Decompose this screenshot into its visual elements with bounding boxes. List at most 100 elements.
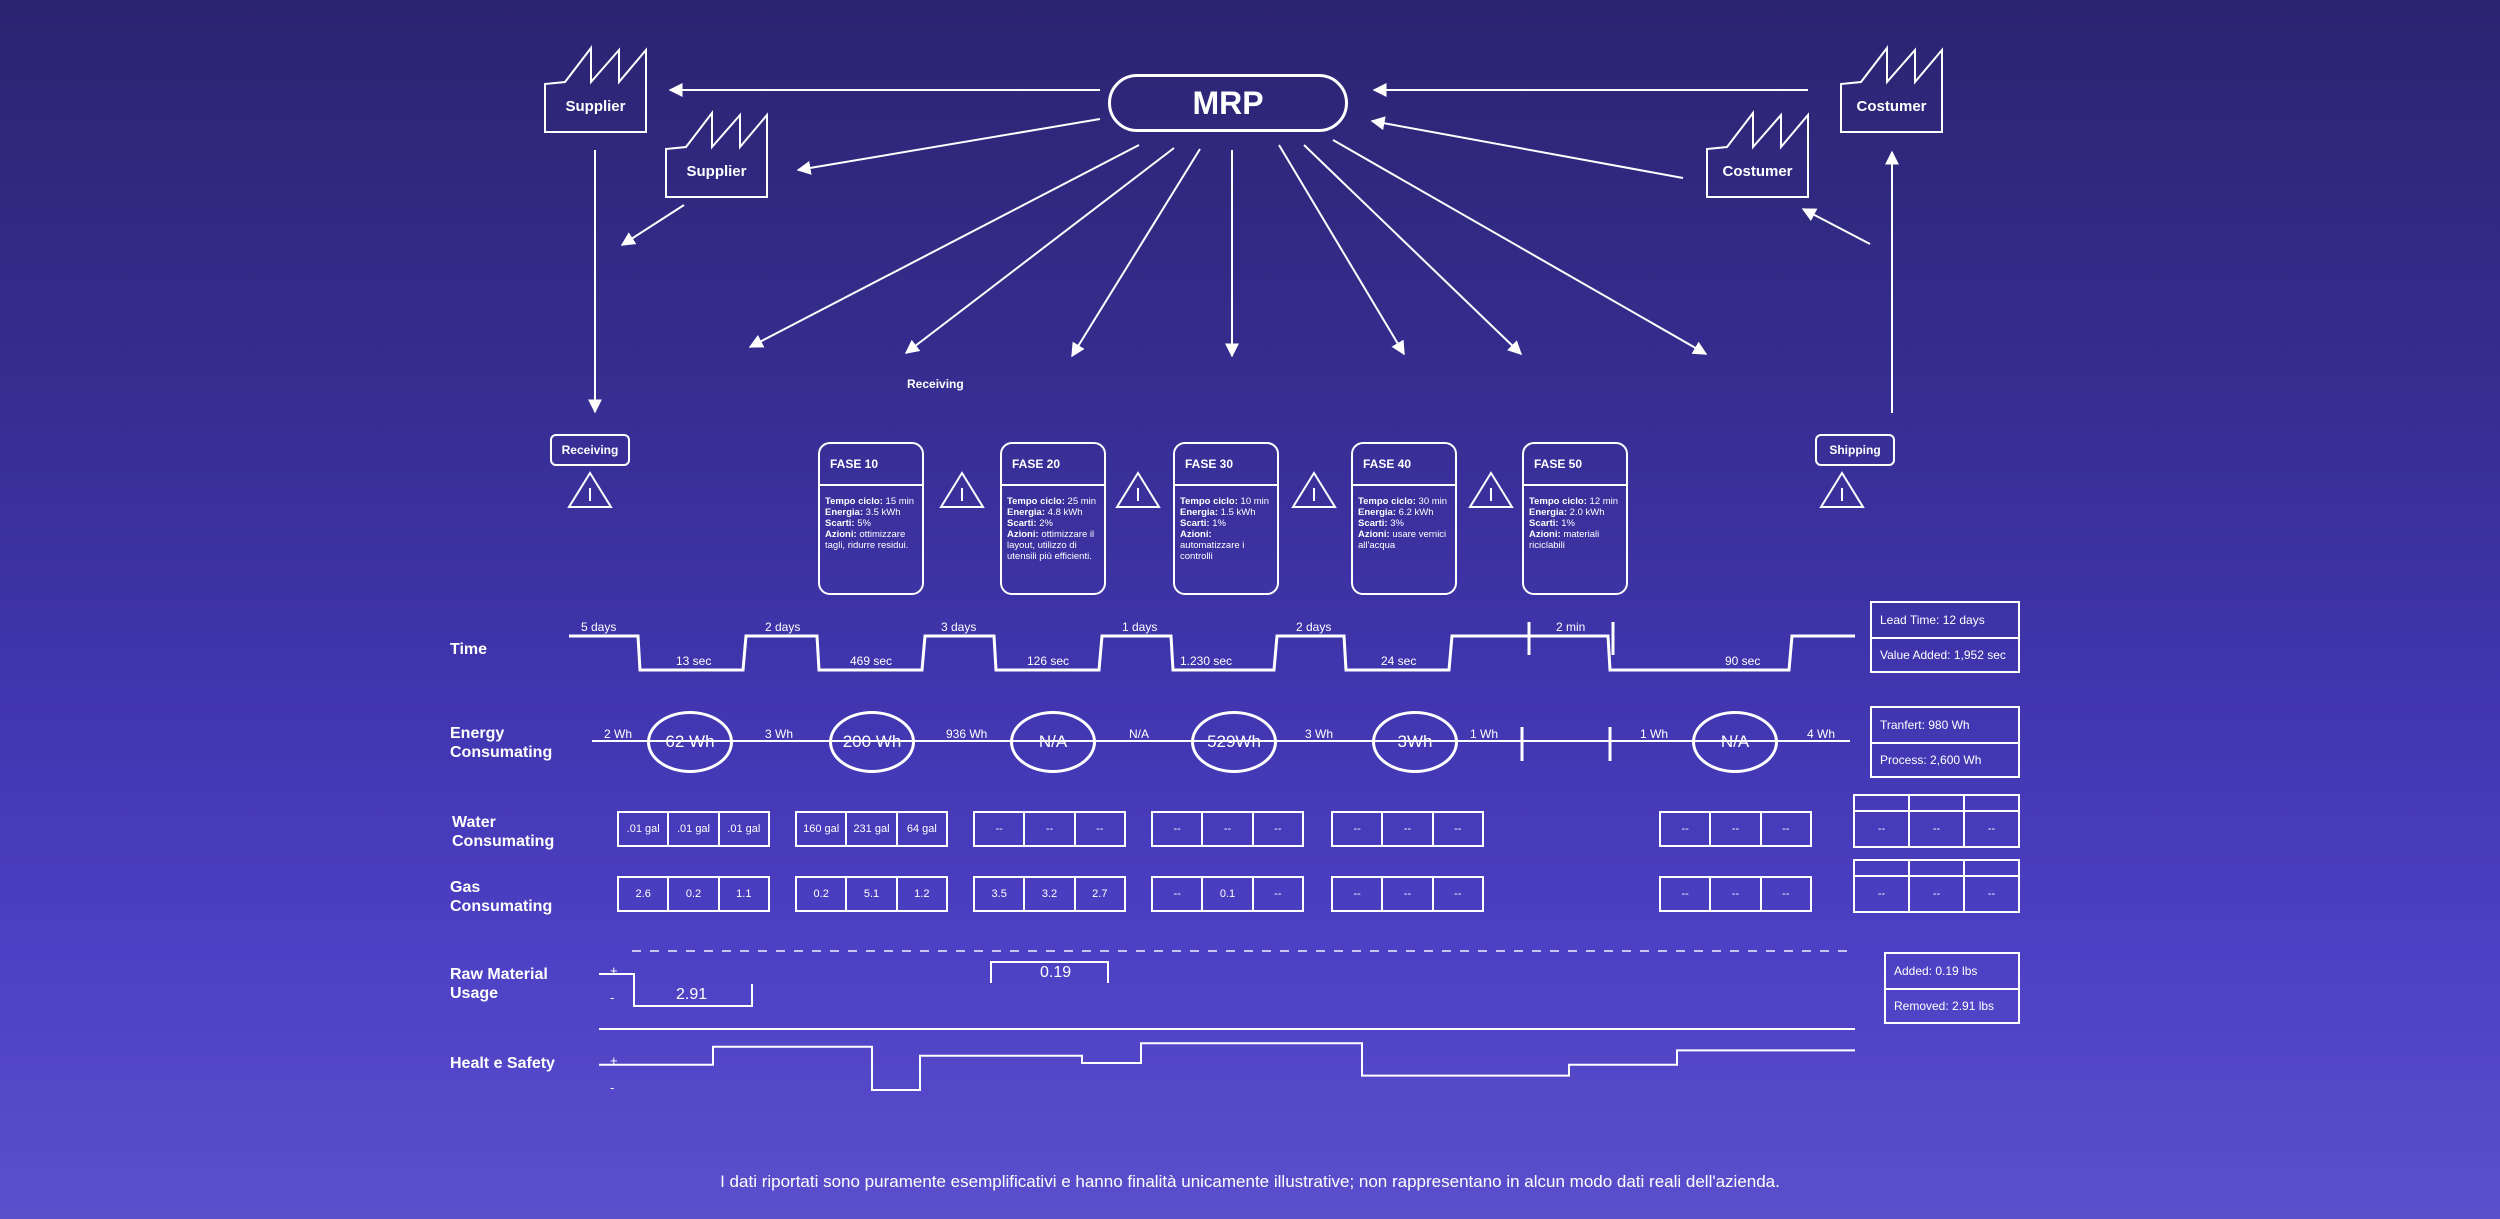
energy-transfer-label: N/A xyxy=(1129,727,1150,741)
phase-title: FASE 50 xyxy=(1524,444,1626,486)
energy-process-value: 200 Wh xyxy=(842,732,902,751)
phase-title: FASE 40 xyxy=(1353,444,1455,486)
shipping-box[interactable]: Shipping xyxy=(1815,434,1895,466)
health-minus: - xyxy=(610,1080,615,1095)
azioni-value: automatizzare i controlli xyxy=(1180,540,1245,562)
phase-card[interactable]: FASE 40 Tempo ciclo: 30 min Energia: 6.2… xyxy=(1351,442,1457,595)
gas-cell: -- xyxy=(1353,888,1361,900)
phase-card[interactable]: FASE 10 Tempo ciclo: 15 min Energia: 3.5… xyxy=(818,442,924,595)
water-cell: -- xyxy=(1251,813,1302,845)
energia-label: Energia: xyxy=(825,507,864,518)
raw-material-minus: - xyxy=(610,990,615,1005)
time-ladder-line xyxy=(569,634,1855,672)
water-cell: -- xyxy=(1759,813,1810,845)
energy-process-circle: N/A xyxy=(1692,711,1778,773)
arrow-mrp-to-flow-6 xyxy=(1303,144,1523,355)
tempo-label: Tempo ciclo: xyxy=(1529,496,1587,507)
phase-body: Tempo ciclo: 12 min Energia: 2.0 kWh Sca… xyxy=(1524,486,1626,551)
energy-summary-box: Tranfert: 980 Wh Process: 2,600 Wh xyxy=(1870,706,2020,778)
arrow-mrp-to-flow-2 xyxy=(904,147,1175,354)
azioni-label: Azioni: xyxy=(1180,529,1212,540)
time-process-label: 13 sec xyxy=(676,654,712,668)
gas-cell: -- xyxy=(1251,878,1302,910)
energia-label: Energia: xyxy=(1007,507,1046,518)
energy-transfer-label: 1 Wh xyxy=(1470,727,1499,741)
row-label-health-safety: Healt e Safety xyxy=(450,1055,555,1072)
phase-card[interactable]: FASE 50 Tempo ciclo: 12 min Energia: 2.0… xyxy=(1522,442,1628,595)
water-cell: -- xyxy=(1681,823,1689,835)
floating-receiving-label: Receiving xyxy=(907,377,964,391)
energy-process-circle: N/A xyxy=(1010,711,1096,773)
customer-2-factory-icon xyxy=(1706,110,1809,198)
energy-process-value: 529Wh xyxy=(1207,732,1261,751)
time-wait-label: 2 days xyxy=(765,620,801,634)
gas-cell: 5.1 xyxy=(845,878,895,910)
arrow-mrp-to-supplier-2 xyxy=(796,118,1101,175)
arrow-mrp-to-flow-5 xyxy=(1278,144,1405,356)
row-label-water: Water Consumating xyxy=(452,814,555,850)
energy-process-value: 3Wh xyxy=(1397,732,1433,751)
supplier-1-factory-icon xyxy=(544,45,647,133)
gas-cell: -- xyxy=(1759,878,1810,910)
raw-material-added: Added: 0.19 lbs xyxy=(1894,964,1978,978)
water-cell: .01 gal xyxy=(717,813,768,845)
energia-value: 2.0 kWh xyxy=(1569,507,1605,518)
row-label-energy: Energy Consumating xyxy=(450,725,553,761)
raw-material-removed-value: 2.91 xyxy=(676,986,708,1003)
mrp-box[interactable]: MRP xyxy=(1108,74,1348,132)
water-cell: -- xyxy=(995,823,1003,835)
energia-label: Energia: xyxy=(1358,507,1397,518)
water-cell: -- xyxy=(1431,813,1482,845)
energy-transfer-label: 936 Wh xyxy=(946,727,988,741)
tempo-label: Tempo ciclo: xyxy=(1180,496,1238,507)
row-label-time: Time xyxy=(450,641,488,658)
time-wait-label: 2 min xyxy=(1556,620,1586,634)
water-summary-cell: -- xyxy=(1963,812,2018,846)
phase-card[interactable]: FASE 20 Tempo ciclo: 25 min Energia: 4.8… xyxy=(1000,442,1106,595)
scarti-label: Scarti: xyxy=(1529,518,1559,529)
time-wait-label: 3 days xyxy=(941,620,977,634)
raw-material-summary-box: Added: 0.19 lbs Removed: 2.91 lbs xyxy=(1884,952,2020,1024)
gas-cell: 1.1 xyxy=(717,878,768,910)
water-cell: 160 gal xyxy=(803,823,840,835)
scarti-value: 1% xyxy=(1561,518,1575,529)
azioni-value: ottimizzare tagli, ridurre residui. xyxy=(825,529,909,551)
raw-material-plus: + xyxy=(610,963,618,978)
water-summary-cell: -- xyxy=(1908,812,1963,846)
gas-summary-grid: ------ xyxy=(1853,859,2020,913)
water-cell: -- xyxy=(1201,813,1251,845)
gas-cell: 0.1 xyxy=(1201,878,1251,910)
gas-cell-group: ------ xyxy=(1659,876,1812,912)
energy-process-circle: 200 Wh xyxy=(829,711,915,773)
raw-material-removed-bracket xyxy=(599,973,753,1007)
warning-icon-2 xyxy=(1115,471,1161,508)
phase-body: Tempo ciclo: 25 min Energia: 4.8 kWh Sca… xyxy=(1002,486,1104,562)
gas-cell: 3.5 xyxy=(991,888,1007,900)
customer-1-label: Costumer xyxy=(1856,98,1927,115)
azioni-value: materiali riciclabili xyxy=(1529,529,1600,551)
health-safety-line xyxy=(599,1042,1855,1091)
energy-process-value: N/A xyxy=(1038,732,1068,751)
water-cell: 231 gal xyxy=(845,813,895,845)
water-cell-group: .01 gal.01 gal.01 gal xyxy=(617,811,770,847)
receiving-box[interactable]: Receiving xyxy=(550,434,630,466)
health-plus: + xyxy=(610,1053,618,1068)
scarti-value: 1% xyxy=(1212,518,1226,529)
gas-cell: -- xyxy=(1381,878,1431,910)
energy-process-circle: 62 Wh xyxy=(647,711,733,773)
tempo-label: Tempo ciclo: xyxy=(1007,496,1065,507)
phase-card[interactable]: FASE 30 Tempo ciclo: 10 min Energia: 1.5… xyxy=(1173,442,1279,595)
phase-title: FASE 10 xyxy=(820,444,922,486)
water-cell: -- xyxy=(1353,823,1361,835)
gas-summary-cell: -- xyxy=(1963,877,2018,911)
energia-label: Energia: xyxy=(1180,507,1219,518)
phase-body: Tempo ciclo: 10 min Energia: 1.5 kWh Sca… xyxy=(1175,486,1277,562)
azioni-label: Azioni: xyxy=(1529,529,1561,540)
scarti-label: Scarti: xyxy=(1007,518,1037,529)
gas-cell: -- xyxy=(1681,888,1689,900)
time-process-label: 469 sec xyxy=(850,654,893,668)
azioni-label: Azioni: xyxy=(1007,529,1039,540)
water-cell: .01 gal xyxy=(626,823,660,835)
